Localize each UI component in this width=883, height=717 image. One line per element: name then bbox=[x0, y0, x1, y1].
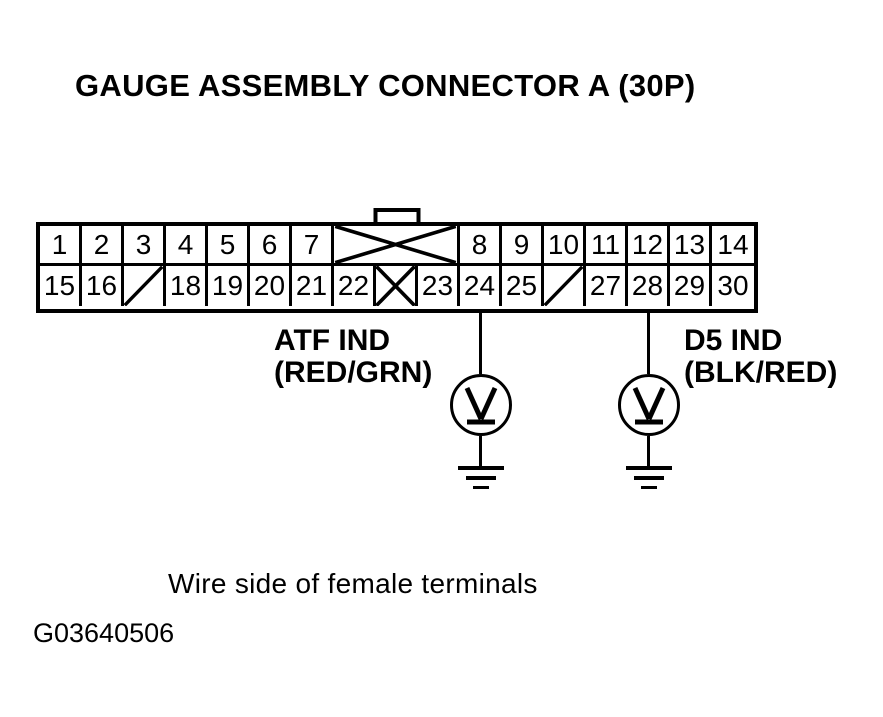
ground-bar bbox=[626, 466, 672, 470]
pin-cell-3: 3 bbox=[124, 226, 166, 263]
blank-slashed-cell bbox=[124, 266, 166, 306]
ground-icon bbox=[458, 466, 504, 490]
pin-number: 18 bbox=[169, 270, 202, 301]
pin-cell-22: 22 bbox=[334, 266, 376, 306]
pin-cell-21: 21 bbox=[292, 266, 334, 306]
pin-number: 6 bbox=[261, 228, 278, 260]
wire bbox=[647, 436, 650, 467]
pin-number: 30 bbox=[717, 270, 749, 301]
pin-cell-10: 10 bbox=[544, 226, 586, 263]
pin-number: 8 bbox=[471, 228, 488, 260]
slash-icon bbox=[124, 266, 163, 306]
pin-cell-14: 14 bbox=[712, 226, 754, 263]
pin-number: 16 bbox=[85, 270, 118, 301]
ground-icon bbox=[626, 466, 672, 490]
pin-number: 9 bbox=[513, 228, 530, 260]
pin-number: 22 bbox=[337, 270, 370, 301]
pin-cell-13: 13 bbox=[670, 226, 712, 263]
pin-cell-5: 5 bbox=[208, 226, 250, 263]
pin-cell-15: 15 bbox=[40, 266, 82, 306]
ground-bar bbox=[641, 486, 657, 489]
caption: Wire side of female terminals bbox=[168, 568, 538, 599]
blank-slashed-cell bbox=[544, 266, 586, 306]
pin-cell-20: 20 bbox=[250, 266, 292, 306]
pin-number: 19 bbox=[211, 270, 244, 301]
pin-number: 14 bbox=[717, 228, 749, 260]
pin-cell-24: 24 bbox=[460, 266, 502, 306]
cross-icon bbox=[334, 226, 457, 263]
pin-number: 24 bbox=[463, 270, 496, 301]
pin-cell-9: 9 bbox=[502, 226, 544, 263]
pin-cell-19: 19 bbox=[208, 266, 250, 306]
voltmeter-icon bbox=[632, 386, 666, 425]
wire bbox=[647, 313, 650, 374]
ground-bar bbox=[473, 486, 489, 489]
voltmeter-icon bbox=[464, 386, 498, 425]
blank-crossed-cell bbox=[376, 266, 418, 306]
pin-cell-6: 6 bbox=[250, 226, 292, 263]
pin-cell-7: 7 bbox=[292, 226, 334, 263]
ground-bar bbox=[634, 476, 664, 480]
pin-number: 1 bbox=[51, 228, 68, 260]
wire bbox=[479, 313, 482, 374]
pin-cell-25: 25 bbox=[502, 266, 544, 306]
pin-number: 20 bbox=[253, 270, 286, 301]
probe-label: D5 IND(BLK/RED) bbox=[684, 325, 837, 389]
pin-number: 2 bbox=[93, 228, 110, 260]
connector-row-bottom: 15 16 18 19 20 21 22 23 24 25 27 28 29 30 bbox=[40, 266, 754, 306]
pin-number: 11 bbox=[590, 228, 621, 260]
pin-number: 29 bbox=[673, 270, 706, 301]
pin-cell-27: 27 bbox=[586, 266, 628, 306]
pin-number: 12 bbox=[631, 228, 664, 260]
pin-cell-1: 1 bbox=[40, 226, 82, 263]
cross-icon bbox=[376, 266, 415, 306]
pin-cell-8: 8 bbox=[460, 226, 502, 263]
pin-number: 13 bbox=[673, 228, 706, 260]
pin-cell-12: 12 bbox=[628, 226, 670, 263]
pin-number: 27 bbox=[589, 270, 622, 301]
blank-crossed-cell bbox=[334, 226, 460, 263]
pin-number: 10 bbox=[547, 228, 580, 260]
slash-icon bbox=[544, 266, 583, 306]
connector-tab bbox=[373, 208, 421, 222]
pin-number: 4 bbox=[177, 228, 194, 260]
wire-color-label: (RED/GRN) bbox=[274, 356, 433, 389]
voltmeter bbox=[618, 374, 680, 436]
signal-label: D5 IND bbox=[684, 324, 783, 357]
pin-cell-29: 29 bbox=[670, 266, 712, 306]
pin-cell-16: 16 bbox=[82, 266, 124, 306]
probe-label: ATF IND(RED/GRN) bbox=[274, 325, 432, 389]
page-title: GAUGE ASSEMBLY CONNECTOR A (30P) bbox=[75, 68, 696, 103]
pin-cell-28: 28 bbox=[628, 266, 670, 306]
pin-cell-30: 30 bbox=[712, 266, 754, 306]
ground-bar bbox=[458, 466, 504, 470]
pin-number: 28 bbox=[631, 270, 664, 301]
pin-cell-11: 11 bbox=[586, 226, 628, 263]
pin-cell-4: 4 bbox=[166, 226, 208, 263]
pin-number: 3 bbox=[135, 228, 152, 260]
pin-cell-2: 2 bbox=[82, 226, 124, 263]
pin-cell-23: 23 bbox=[418, 266, 460, 306]
signal-label: ATF IND bbox=[274, 324, 391, 357]
pin-number: 5 bbox=[219, 228, 236, 260]
pin-number: 25 bbox=[505, 270, 538, 301]
wire bbox=[479, 436, 482, 467]
pin-number: 7 bbox=[303, 228, 320, 260]
ground-bar bbox=[466, 476, 496, 480]
pin-number: 15 bbox=[43, 270, 76, 301]
pin-cell-18: 18 bbox=[166, 266, 208, 306]
voltmeter bbox=[450, 374, 512, 436]
figure-id: G03640506 bbox=[33, 618, 175, 648]
wire-color-label: (BLK/RED) bbox=[684, 356, 838, 389]
pin-number: 21 bbox=[295, 270, 328, 301]
pin-number: 23 bbox=[421, 270, 454, 301]
